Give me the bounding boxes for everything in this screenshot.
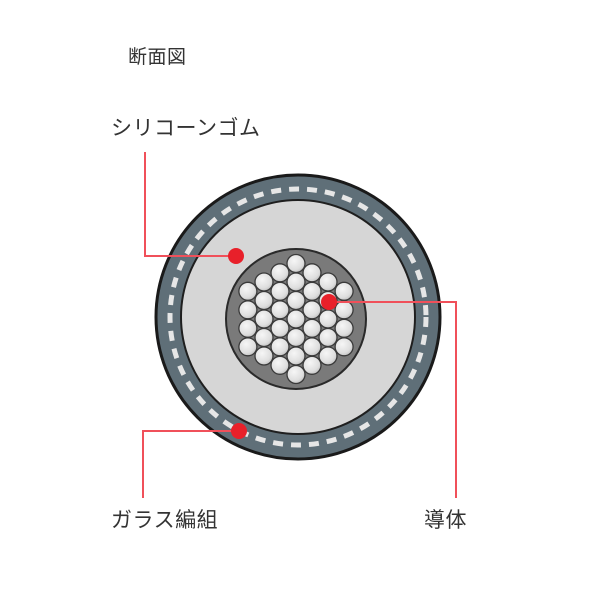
conductor-strand [302,355,322,375]
marker-dot-silicone [228,248,244,264]
conductor-strand [270,337,290,357]
label-conductor: 導体 [424,508,467,532]
diagram-title: 断面図 [128,46,187,68]
conductor-strand [270,263,290,283]
conductor-strand [302,337,322,357]
conductor-strand [270,281,290,301]
conductor-strand [318,327,338,348]
conductor-strand [286,309,306,329]
leader-line-conductor [329,301,457,498]
conductor-strand [238,281,258,301]
leader-line-glass-braid [142,430,239,498]
marker-dot-conductor [321,294,337,310]
conductor-strand [254,290,274,311]
conductor-strand [254,272,274,292]
conductor-strand [254,327,274,348]
conductor-strand [302,263,322,283]
conductor-strand [302,318,322,338]
conductor-strand [302,300,322,320]
conductor-strand [254,346,274,366]
label-silicone-rubber: シリコーンゴム [111,116,261,140]
conductor-strand [334,300,354,320]
conductor-strand [238,300,258,320]
conductor-strand [302,281,322,301]
conductor-strand [270,318,290,338]
leader-lines [142,152,457,498]
conductor-strand [318,272,338,292]
conductor-strand [254,309,274,329]
conductor-strand [286,253,306,274]
leader-line-silicone [144,152,236,257]
conductor-strand [286,346,306,366]
conductor-strand [270,300,290,320]
conductor-strand [286,327,306,348]
marker-dot-glass-braid [231,423,247,439]
conductor-strand [318,346,338,366]
conductor-strand [334,281,354,301]
conductor-strand [334,318,354,338]
conductor-strand [334,337,354,357]
conductor-strand [238,337,258,357]
conductor-layer [225,248,367,390]
marker-dots [228,248,337,439]
conductor-strand [286,364,306,385]
label-glass-braid: ガラス編組 [111,508,219,532]
conductor-strand [238,318,258,338]
conductor-strand [286,290,306,311]
conductor-strand [318,309,338,329]
conductor-strand [270,355,290,375]
conductor-strand [286,272,306,292]
